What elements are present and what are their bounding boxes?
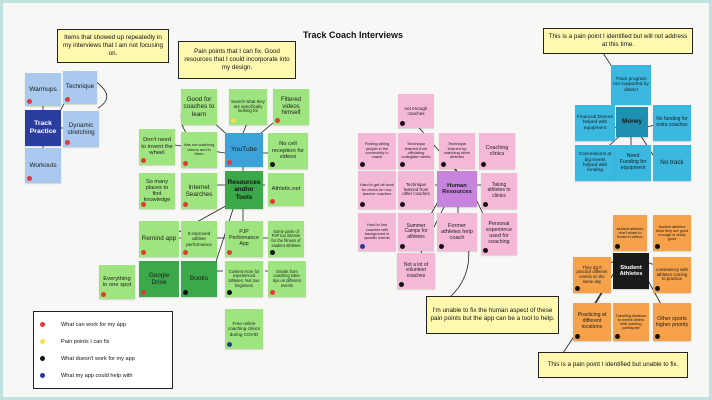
dot-black (270, 162, 275, 167)
dot-red (270, 199, 275, 204)
dot-red (27, 99, 32, 104)
dot-black (439, 244, 444, 249)
callout-human-aspect: I'm unable to fix the human aspect of th… (426, 296, 559, 334)
dot-black (360, 202, 365, 207)
yellow-dot-icon (40, 339, 45, 344)
legend-label: Pain points I can fix (61, 338, 110, 345)
note-human-resources: Human Resources (437, 171, 477, 207)
note-hard-off-work: Hard to get off work for clinics for non… (358, 171, 396, 209)
dot-black (400, 162, 405, 167)
note-money: Money (616, 107, 648, 137)
note-dont-need: Don't need to invent the wheel (139, 129, 175, 165)
dot-black (183, 290, 188, 295)
dot-red (65, 97, 70, 102)
note-taking-athletes: Taking athletes to clinics (481, 173, 517, 209)
dot-red (227, 160, 232, 165)
dot-black (270, 250, 275, 255)
dot-black (655, 286, 660, 291)
note-concessions: Concessions at big meets helped with fun… (575, 145, 615, 181)
legend-row-blue: What my app could help with (40, 367, 166, 384)
dot-red (101, 292, 106, 297)
note-no-funding: No funding for extra coaches (653, 105, 691, 141)
dot-black (575, 286, 580, 291)
dot-red (141, 290, 146, 295)
callout-can-fix: Pain points that I can fix. Good resourc… (178, 41, 296, 79)
note-summer-camps: Summer Camps for athletes (398, 213, 434, 251)
dot-red (65, 140, 70, 145)
note-dont-practice: They don't practice different events on … (573, 257, 611, 293)
note-track-program: Track program not supported by district (611, 65, 651, 105)
callout-repeated: Items that showed up repeatedly in my in… (57, 29, 169, 63)
dot-red (183, 250, 188, 255)
note-financial-donors: Financial Donors helped with equipment (575, 105, 615, 141)
legend-row-black: What doesn't work for my app (40, 350, 166, 367)
dot-black (399, 282, 404, 287)
note-search-what: Search what they are specifically lookin… (229, 89, 267, 125)
dot-black (400, 244, 405, 249)
dot-black (360, 162, 365, 167)
dot-red (270, 290, 275, 295)
dot-blue (360, 244, 365, 249)
note-resources-tools: Resources and/or Tools (225, 171, 263, 209)
note-track-practice: Track Practice (25, 110, 61, 146)
dot-black (481, 162, 486, 167)
note-no-track: No track (653, 145, 691, 181)
legend-row-red: What can work for my app (40, 316, 166, 333)
legend-label: What can work for my app (61, 321, 126, 328)
callout-identified-unable: This is a pain point I identified but un… (538, 352, 688, 378)
dot-black (400, 202, 405, 207)
dot-red (141, 202, 146, 207)
dot-yellow (231, 118, 236, 123)
dot-red (141, 250, 146, 255)
legend-label: What doesn't work for my app (61, 355, 135, 362)
dot-black (655, 334, 660, 339)
black-dot-icon (40, 356, 45, 361)
dot-red (183, 161, 188, 166)
note-hard-to-find: Hard to find coaches with background in … (358, 213, 396, 251)
dot-black (615, 334, 620, 339)
dot-black (655, 244, 660, 249)
dot-black (441, 162, 446, 167)
board-title: Track Coach Interviews (303, 30, 404, 40)
note-youtube: YouTube (225, 133, 263, 167)
dot-black (483, 202, 488, 207)
red-dot-icon (40, 322, 45, 327)
dot-black (483, 248, 488, 253)
dot-red (275, 118, 280, 123)
legend: What can work for my app Pain points I c… (33, 311, 173, 389)
legend-row-yellow: Pain points I can fix (40, 333, 166, 350)
note-improved: It improved athlete performance (181, 221, 217, 257)
dot-red (27, 176, 32, 181)
callout-identified-not-address: This is a pain point I identified but wi… (543, 28, 693, 54)
note-not-enough-coaches: not enough coaches (398, 94, 434, 128)
dot-black (400, 121, 405, 126)
dot-blue (227, 342, 232, 347)
note-student-athletes: Student Athletes (613, 253, 649, 289)
note-need-funding: Need Funding for equipment (615, 145, 651, 181)
note-finding-willing: Finding willing people in the community … (358, 133, 396, 169)
dot-red (227, 250, 232, 255)
dot-red (141, 158, 146, 163)
note-free-online: Free online coaching clinics during COVI… (225, 309, 263, 349)
dot-black (227, 290, 232, 295)
dot-black (615, 244, 620, 249)
note-good-coaches: Good for coaches to learn (181, 89, 217, 125)
note-coaching-clinics: Coaching clinics (479, 133, 515, 169)
blue-dot-icon (40, 373, 45, 378)
dot-black (575, 334, 580, 339)
legend-label: What my app could help with (61, 372, 133, 379)
note-former-athletes: Former athletes help coach (437, 213, 477, 251)
note-technique-watching: Technique learned by watching other athl… (439, 133, 475, 169)
dot-red (183, 202, 188, 207)
